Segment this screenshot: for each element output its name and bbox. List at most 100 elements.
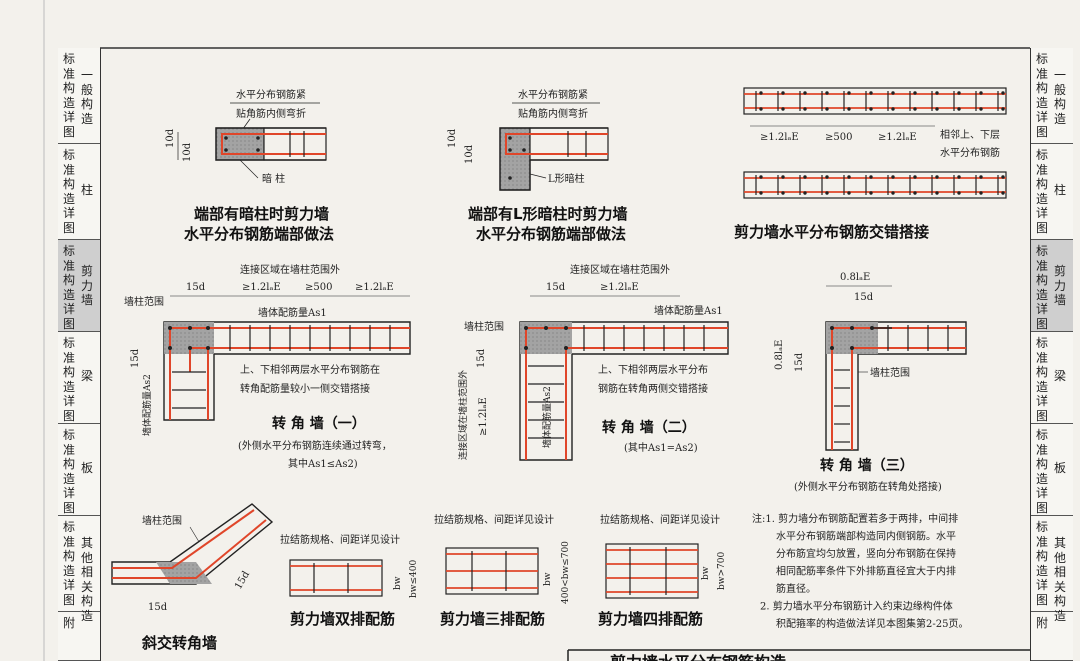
d6-title: 转 角 墙（三） <box>820 457 914 474</box>
d4-lap-line1: 上、下相邻两层水平分布钢筋在 <box>240 363 380 376</box>
tab-section: 剪力墙 <box>80 264 93 307</box>
rebar-dot <box>803 107 807 111</box>
d4-title: 转 角 墙（一） <box>272 415 366 432</box>
d4-col-note: 墙柱范围 <box>124 295 164 308</box>
d8-dim-bw: bw <box>393 576 403 590</box>
tab-4[interactable]: 标准构造详图板 <box>58 424 100 516</box>
rebar-dot <box>913 175 917 179</box>
tab-0[interactable]: 标准构造详图一般构造 <box>1031 48 1073 144</box>
rebar-dot <box>847 191 851 195</box>
d2-dim-a: 10d <box>447 128 458 148</box>
rebar-dot <box>524 346 528 350</box>
d7-col-note: 墙柱范围 <box>142 514 182 527</box>
d5-zone-note: 连接区域在墙柱范围外 <box>570 263 670 276</box>
d6-dim-15d: 15d <box>854 292 874 303</box>
d2-dim-b: 10d <box>464 144 475 164</box>
tab-section: 柱 <box>80 183 93 197</box>
d4-lap-line2: 转角配筋量较小一侧交错搭接 <box>240 382 370 395</box>
d2-title-line1: 端部有L形暗柱时剪力墙 <box>468 205 628 223</box>
diagram-corner-wall-3: 0.8lₐE 15d 0.8lₐE 15d 墙柱范围 转 角 墙（三） (外侧水… <box>774 272 967 493</box>
tab-label: 标准构造详图 <box>1035 244 1048 331</box>
rebar-dot <box>935 91 939 95</box>
d7-dim-a: 15d <box>148 602 168 613</box>
rebar-dot <box>759 107 763 111</box>
rebar-dot <box>957 191 961 195</box>
d2-note-line1: 水平分布钢筋紧 <box>518 88 588 101</box>
d6-col-note: 墙柱范围 <box>870 366 910 379</box>
tab-5[interactable]: 标准构造详图其他相关构造 <box>58 516 100 623</box>
d5-dim-a: ≥1.2lₐE <box>600 282 639 293</box>
d4-as1-note: 墙体配筋量As1 <box>258 306 327 319</box>
rebar-dot <box>1001 191 1005 195</box>
d2-label: L形暗柱 <box>548 172 585 185</box>
tab-section: 梁 <box>80 369 93 383</box>
d10-dim-cond: bw>700 <box>717 552 727 590</box>
right-tab-column: 标准构造详图一般构造标准构造详图柱标准构造详图剪力墙标准构造详图梁标准构造详图板… <box>1030 48 1073 661</box>
rebar-dot <box>781 175 785 179</box>
rebar-dot <box>524 326 528 330</box>
rebar-dot <box>913 191 917 195</box>
rebar-dot <box>825 91 829 95</box>
d3-note-line2: 水平分布钢筋 <box>940 146 1000 159</box>
rebar-dot <box>830 326 834 330</box>
d3-dim-c: ≥1.2lₐE <box>878 132 917 143</box>
tab-section: 板 <box>80 461 93 475</box>
rebar-dot <box>564 326 568 330</box>
tab-label: 标准构造详图 <box>62 52 75 139</box>
d4-as2-note: 墙体配筋量As2 <box>141 374 153 436</box>
rebar-dot <box>803 175 807 179</box>
tab-3[interactable]: 标准构造详图梁 <box>58 332 100 424</box>
d4-dim-c: ≥1.2lₐE <box>355 282 394 293</box>
d4-dim-15d: 15d <box>186 282 206 293</box>
tab-5[interactable]: 标准构造详图其他相关构造 <box>1031 516 1073 623</box>
d5-as1-note: 墙体配筋量As1 <box>654 304 723 317</box>
rebar-dot <box>957 107 961 111</box>
tab-section: 柱 <box>1053 183 1066 197</box>
rebar-dot <box>781 91 785 95</box>
d6-dim-15d-v: 15d <box>794 352 805 372</box>
tab-label: 标准构造详图 <box>1035 52 1048 139</box>
rebar-dot <box>830 346 834 350</box>
diagram-oblique-corner: 墙柱范围 15d 15d 斜交转角墙 <box>111 503 274 652</box>
d5-dim-15d: 15d <box>546 282 566 293</box>
diagram-corner-wall-2: 连接区域在墙柱范围外 15d ≥1.2lₐE 墙体配筋量As1 墙柱范围 上、下… <box>457 263 729 461</box>
d9-note: 拉结筋规格、间距详见设计 <box>434 513 554 526</box>
notes-block: 注:1. 剪力墙分布钢筋配置若多于两排，中间排水平分布钢筋端部构造同内侧钢筋。水… <box>752 512 968 630</box>
d8-title: 剪力墙双排配筋 <box>290 610 395 628</box>
tab-1[interactable]: 标准构造详图柱 <box>1031 144 1073 240</box>
d5-lap-line2: 钢筋在转角两侧交错搭接 <box>598 382 708 395</box>
d4-sub-line1: (外侧水平分布钢筋连续通过转弯， <box>238 439 392 452</box>
d5-as2-note: 墙体配筋量As2 <box>541 386 553 448</box>
rebar-dot <box>825 191 829 195</box>
tab-4[interactable]: 标准构造详图板 <box>1031 424 1073 516</box>
tab-3[interactable]: 标准构造详图梁 <box>1031 332 1073 424</box>
d9-dim-bw: bw <box>543 572 553 586</box>
rebar-dot <box>850 346 854 350</box>
rebar-dot <box>847 91 851 95</box>
rebar-dot <box>564 346 568 350</box>
d3-note-line1: 相邻上、下层 <box>940 128 1000 141</box>
d1-title-line2: 水平分布钢筋端部做法 <box>184 225 334 243</box>
d5-dim-15d-v: 15d <box>476 348 487 368</box>
tab-section: 一般构造 <box>1053 68 1066 126</box>
rebar-dot <box>850 326 854 330</box>
rebar-dot <box>847 175 851 179</box>
tab-section: 其他相关构造 <box>1053 536 1066 623</box>
rebar-dot <box>869 175 873 179</box>
rebar-dot <box>869 191 873 195</box>
d6-sub: (外侧水平分布钢筋在转角处搭接) <box>794 480 942 493</box>
tab-label: 标准构造详图 <box>1035 148 1048 235</box>
d9-title: 剪力墙三排配筋 <box>440 610 545 628</box>
tab-1[interactable]: 标准构造详图柱 <box>58 144 100 240</box>
tab-0[interactable]: 标准构造详图一般构造 <box>58 48 100 144</box>
rebar-dot <box>1001 107 1005 111</box>
d1-label: 暗 柱 <box>262 172 285 185</box>
tab-label: 标准构造详图 <box>1035 520 1048 607</box>
tab-label: 附 <box>62 616 75 630</box>
rebar-dot <box>803 191 807 195</box>
d5-zone-note-v: 连接区域在墙柱范围外 <box>457 370 469 460</box>
tab-2[interactable]: 标准构造详图剪力墙 <box>58 240 100 332</box>
tab-2[interactable]: 标准构造详图剪力墙 <box>1031 240 1073 332</box>
tab-section: 一般构造 <box>80 68 93 126</box>
